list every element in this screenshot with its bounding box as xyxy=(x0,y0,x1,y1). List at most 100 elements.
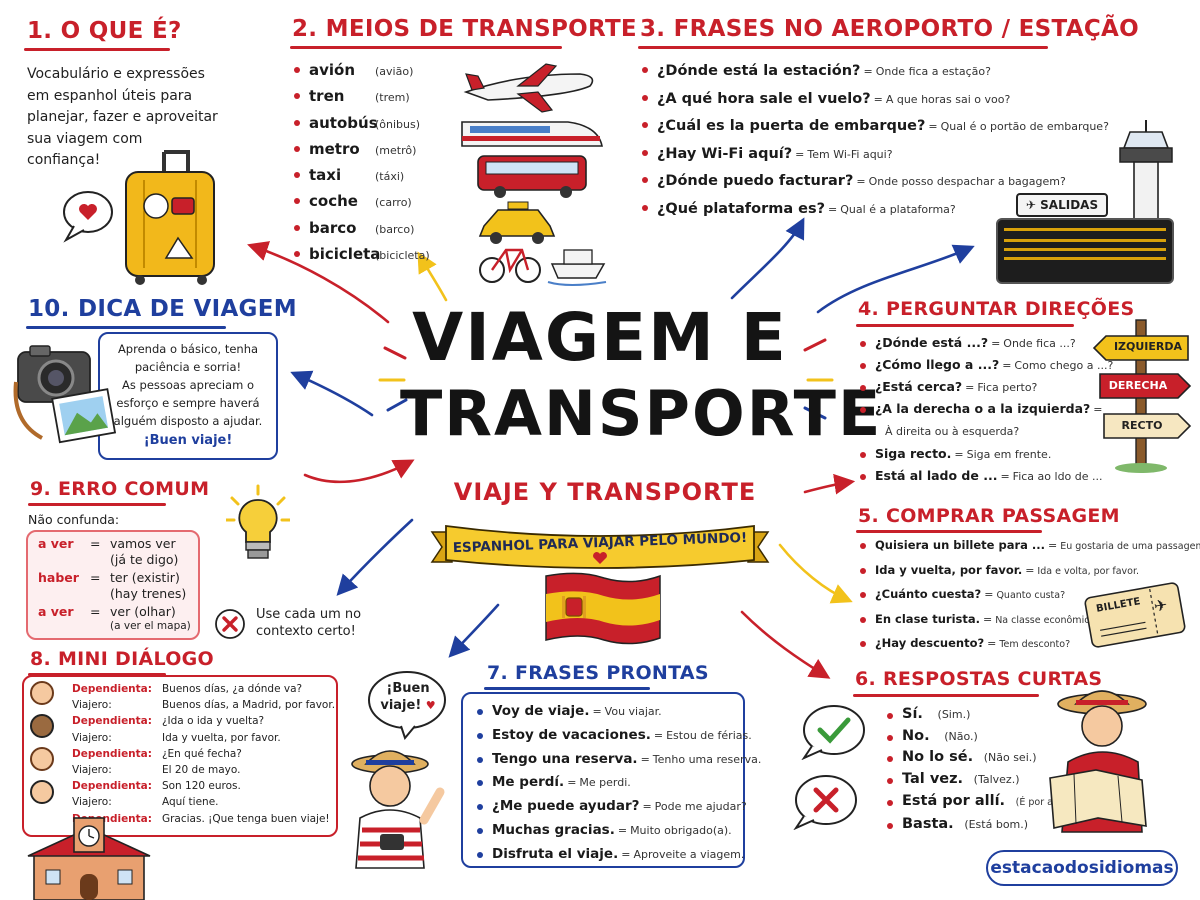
table-row: Dependienta:Son 120 euros. xyxy=(72,780,241,793)
section1-text: Vocabulário e expressões em espanhol úte… xyxy=(27,64,218,172)
directions-list: ¿Dónde está ...?=Onde fica ...? ¿Cómo ll… xyxy=(859,332,1113,487)
bubble-line: ¡Buen xyxy=(386,681,430,696)
tip-line: esforço e sempre haverá xyxy=(116,396,260,410)
speech-bubble-text: ¡Buen viaje! ♥ xyxy=(372,680,444,714)
section5-heading: 5. COMPRAR PASSAGEM xyxy=(858,505,1120,527)
avatar xyxy=(30,747,54,771)
list-item: ¿Hay descuento?=Tem desconto? xyxy=(859,632,1200,657)
suitcase-icon xyxy=(63,150,215,285)
section2-heading: 2. MEIOS DE TRANSPORTE xyxy=(292,16,637,42)
list-item: Disfruta el viaje.=Aproveite a viagem. xyxy=(476,843,761,867)
list-item: avión(avião) xyxy=(293,58,430,84)
list-item: ¿A la derecha o a la izquierda?=À direit… xyxy=(859,398,1113,443)
table-row: Dependienta:¿Ida o ida y vuelta? xyxy=(72,715,265,728)
table-row: Viajero:El 20 de mayo. xyxy=(72,764,241,777)
ready-phrases-list: Voy de viaje.=Vou viajar. Estoy de vacac… xyxy=(476,700,761,867)
table-row: Viajero:Aquí tiene. xyxy=(72,796,219,809)
section9-box xyxy=(26,530,200,640)
transport-list: avión(avião) tren(trem) autobús(ônibus) … xyxy=(293,58,430,268)
sign-derecha: DERECHA xyxy=(1108,379,1168,392)
list-item: tren(trem) xyxy=(293,84,430,110)
list-item: Está al lado de ...=Fica ao ldo de ... xyxy=(859,465,1113,487)
dialog-table: Dependienta:Buenos días, ¿a dónde va? Vi… xyxy=(72,681,335,827)
main-title-line1: VIAGEM E xyxy=(412,299,788,376)
list-item: metro(metrô) xyxy=(293,137,430,163)
tip-line: Aprenda o básico, tenha xyxy=(117,342,259,356)
list-item: Tengo una reserva.=Tenho uma reserva. xyxy=(476,748,761,772)
airport-phrases-list: ¿Dónde está la estación?=Onde fica a est… xyxy=(641,58,1109,223)
transport-vehicles-icon xyxy=(461,63,607,286)
section1-heading: 1. O QUE É? xyxy=(27,18,182,44)
section6-heading: 6. RESPOSTAS CURTAS xyxy=(855,668,1103,690)
list-item: Estoy de vacaciones.=Estou de férias. xyxy=(476,724,761,748)
list-item: taxi(táxi) xyxy=(293,163,430,189)
section7-heading: 7. FRASES PRONTAS xyxy=(487,662,709,684)
departures-sign: ✈ SALIDAS xyxy=(1016,193,1108,217)
list-item: ¿A qué hora sale el vuelo?=A que horas s… xyxy=(641,86,1109,114)
sign-izquierda: IZQUIERDA xyxy=(1113,340,1183,353)
section9-intro: Não confunda: xyxy=(28,512,120,527)
list-item: En clase turista.=Na classe econômica. xyxy=(859,608,1200,633)
dialog-avatars xyxy=(30,681,54,804)
lightbulb-icon xyxy=(226,484,290,559)
section10-text: Aprenda o básico, tenha paciência e sorr… xyxy=(100,340,276,450)
banner-ribbon xyxy=(430,524,770,569)
list-item: ¿Dónde está la estación?=Onde fica a est… xyxy=(641,58,1109,86)
section9-heading: 9. ERRO COMUM xyxy=(30,478,210,500)
main-subtitle: VIAJE Y TRANSPORTE xyxy=(453,478,757,506)
sign-recto: RECTO xyxy=(1121,419,1163,432)
boy-traveler-illustration xyxy=(351,750,445,869)
ticket-phrases-list: Quisiera un billete para ...=Eu gostaria… xyxy=(859,534,1200,657)
list-item: Siga recto.=Siga em frente. xyxy=(859,443,1113,465)
bubble-line: viaje! ♥ xyxy=(380,698,436,713)
close-icon xyxy=(215,609,245,639)
section1-line: em espanhol úteis para xyxy=(27,87,193,104)
table-row: Dependienta:¿En qué fecha? xyxy=(72,747,242,760)
list-item: No. (Não.) xyxy=(886,726,1065,748)
short-answers-list: Sí. (Sim.) No. (Não.) No lo sé. (Não sei… xyxy=(886,704,1065,835)
section1-line: sua viagem com xyxy=(27,130,143,147)
brand-badge[interactable]: estacaodosidiomas xyxy=(986,850,1178,886)
section10-heading: 10. DICA DE VIAGEM xyxy=(28,296,297,322)
list-item: coche(carro) xyxy=(293,189,430,215)
tip-line: contexto certo! xyxy=(256,624,356,639)
check-bubble-icon xyxy=(801,705,865,760)
section9-tip: Use cada um no contexto certo! xyxy=(256,606,361,640)
section4-heading: 4. PERGUNTAR DIREÇÕES xyxy=(858,298,1135,320)
list-item: Quisiera un billete para ...=Eu gostaria… xyxy=(859,534,1200,559)
ticket-icon xyxy=(1084,582,1186,648)
list-item: Me perdí.=Me perdi. xyxy=(476,771,761,795)
section1-line: confiança! xyxy=(27,152,101,168)
camera-photo-icon xyxy=(13,345,116,444)
list-item: No lo sé. (Não sei.) xyxy=(886,747,1065,769)
list-item: Tal vez. (Talvez.) xyxy=(886,769,1065,791)
section8-heading: 8. MINI DIÁLOGO xyxy=(30,648,214,670)
table-row: Viajero:Buenos días, a Madrid, por favor… xyxy=(72,699,336,712)
section10-box xyxy=(98,332,278,460)
table-row: Dependienta:Buenos días, ¿a dónde va? xyxy=(72,683,303,695)
station-building-illustration xyxy=(27,817,151,900)
list-item: Sí. (Sim.) xyxy=(886,704,1065,726)
list-item: Muchas gracias.=Muito obrigado(a). xyxy=(476,819,761,843)
traveler-map-illustration xyxy=(1049,690,1147,833)
tip-line: alguém disposto a ajudar. xyxy=(113,414,263,428)
section1-line: planejar, fazer e aproveitar xyxy=(27,109,218,125)
section7-box xyxy=(461,692,745,868)
list-item: bicicleta(bicicleta) xyxy=(293,242,430,268)
list-item: Voy de viaje.=Vou viajar. xyxy=(476,700,761,724)
list-item: ¿Dónde puedo facturar?=Onde posso despac… xyxy=(641,168,1109,196)
heart-icon: ♥ xyxy=(425,699,436,712)
list-item: ¿Qué plataforma es?=Qual é a plataforma? xyxy=(641,196,1109,224)
list-item: Está por allí. (É por ali.) xyxy=(886,791,1065,814)
section3-heading: 3. FRASES NO AEROPORTO / ESTAÇÃO xyxy=(640,16,1139,42)
tip-line: paciência e sorria! xyxy=(134,360,242,374)
heart-icon xyxy=(593,552,607,564)
list-item: Basta. (Está bom.) xyxy=(886,814,1065,836)
main-title-line2: TRANSPORTE xyxy=(400,377,883,450)
departures-board xyxy=(996,218,1174,284)
list-item: ¿Me puede ayudar?=Pode me ajudar? xyxy=(476,795,761,819)
tip-closing: ¡Buen viaje! xyxy=(143,433,233,448)
section8-box xyxy=(22,675,338,837)
avatar xyxy=(30,714,54,738)
speech-bubble xyxy=(368,671,446,740)
